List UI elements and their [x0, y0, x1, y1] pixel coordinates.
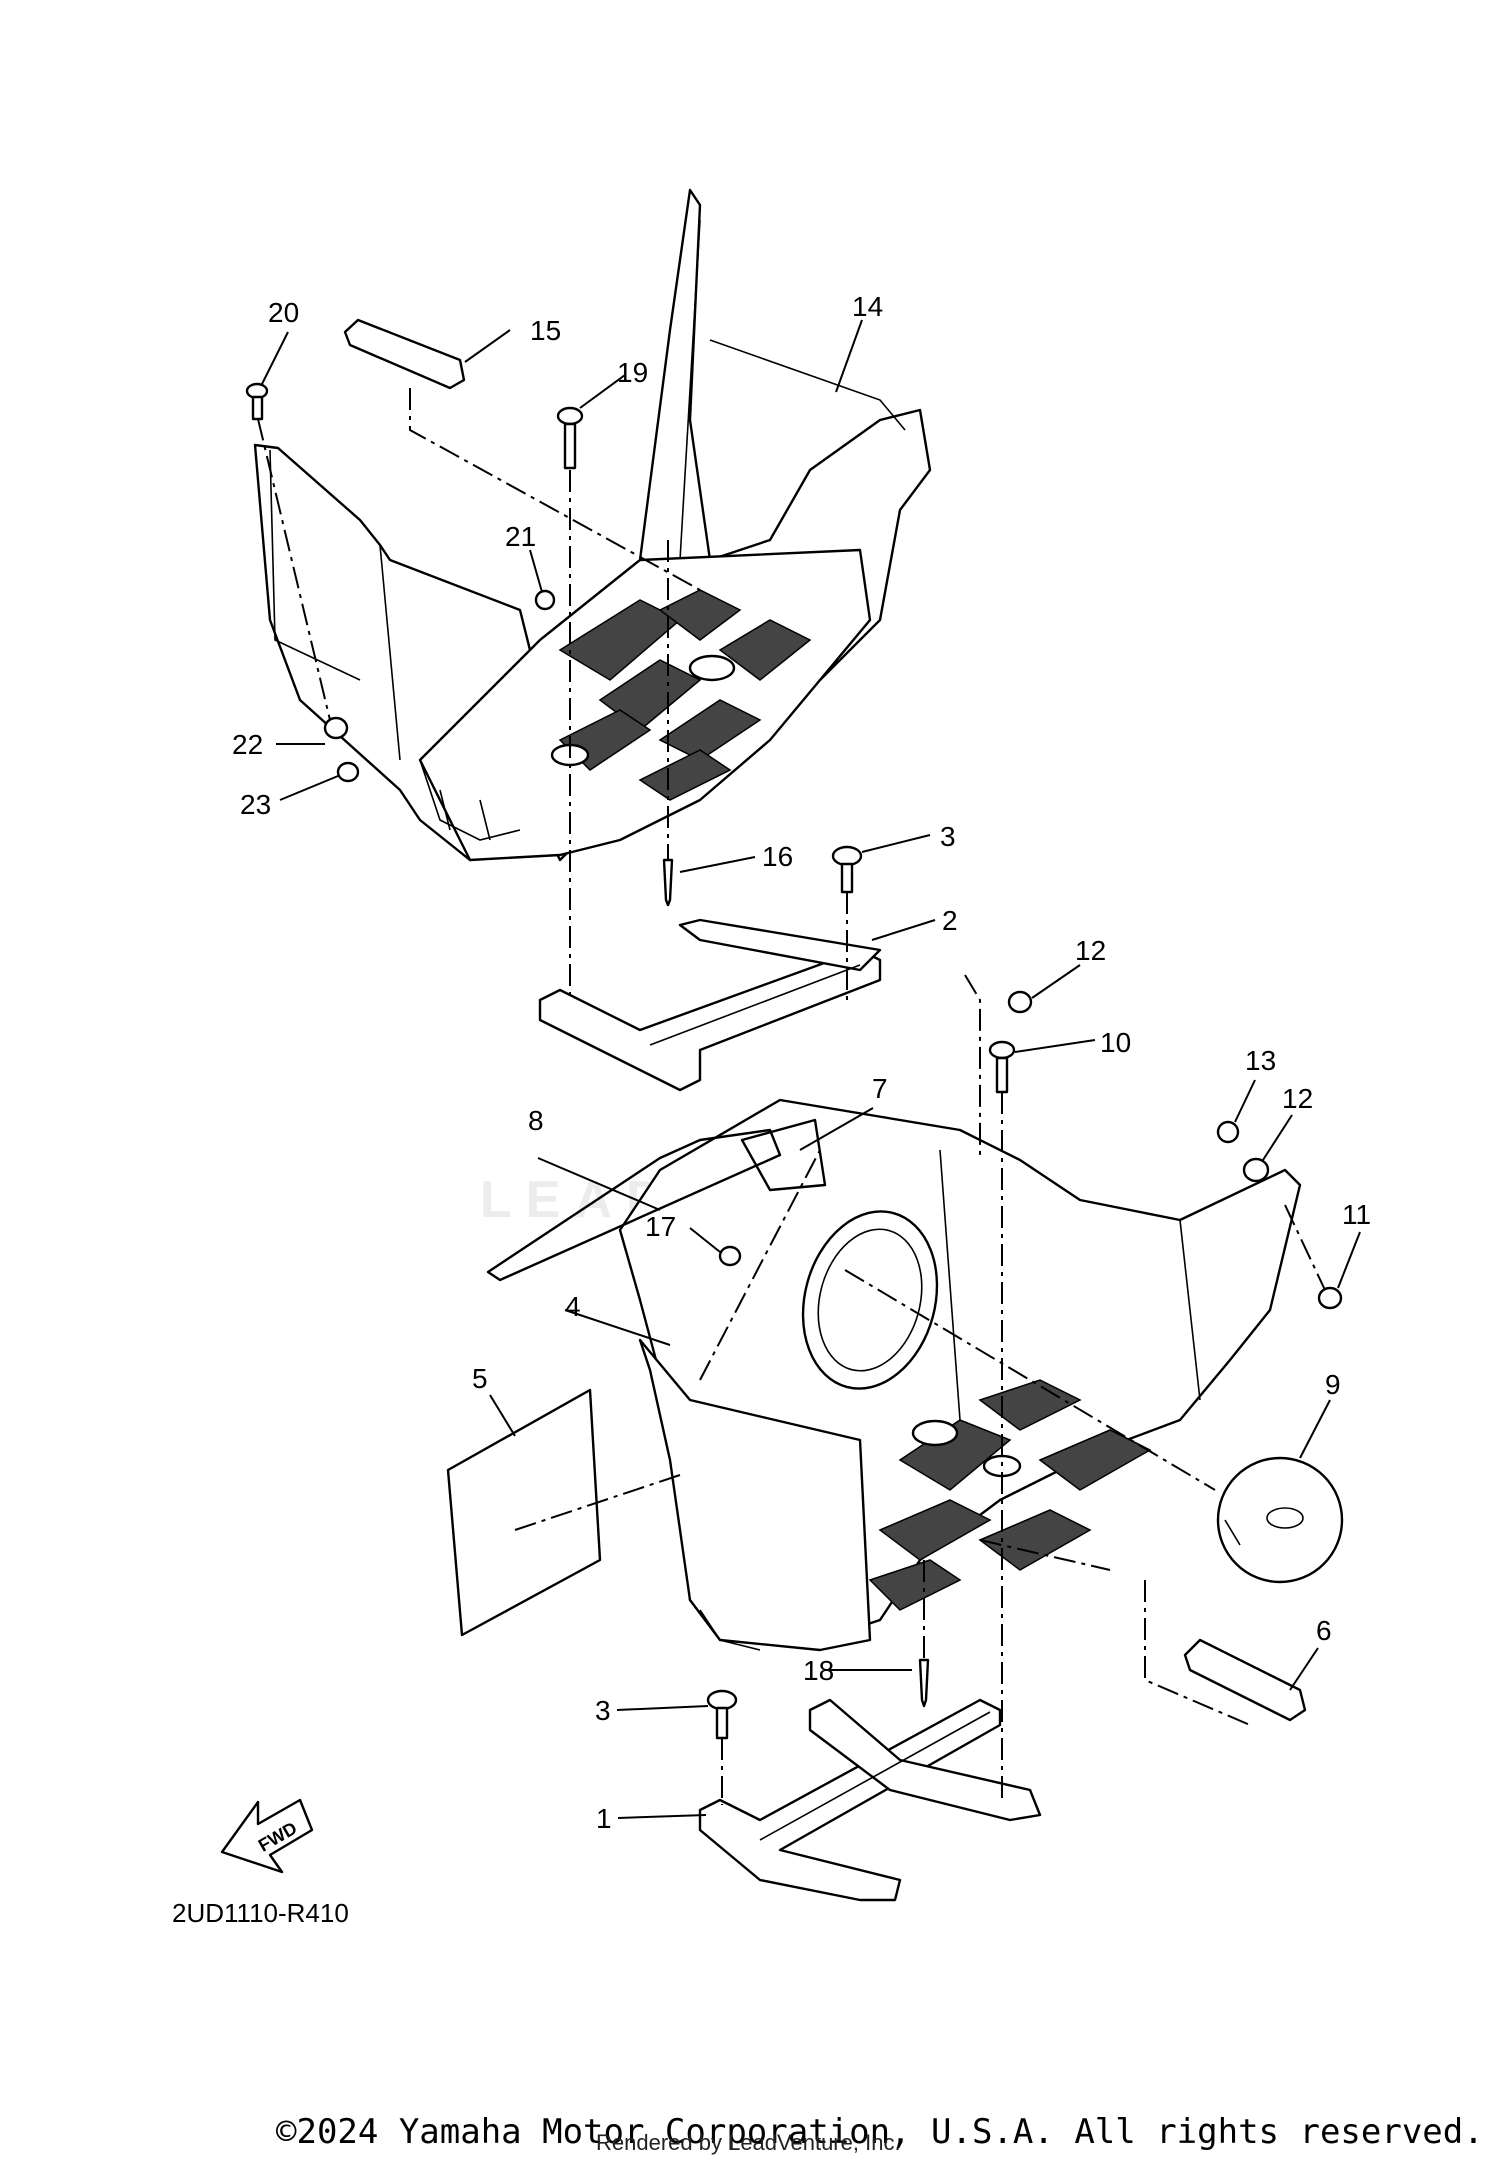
- leader-lines: [261, 319, 1361, 1819]
- callout-23: 23: [240, 789, 271, 820]
- lower-bracket-1: [698, 1698, 1042, 1902]
- callout-20: 20: [268, 297, 299, 328]
- footrest-pad-8: [1183, 1638, 1307, 1722]
- rendered-by-notice: Rendered by LeadVenture, Inc.: [596, 2130, 901, 2155]
- footrest-pad-17: [343, 318, 466, 390]
- callout-11: 10: [1100, 1027, 1131, 1058]
- callout-17: 15: [530, 315, 561, 346]
- callout-12-lower: 11: [1342, 1199, 1371, 1230]
- callout-6: 7: [872, 1073, 888, 1104]
- sticker-6: [740, 1118, 827, 1192]
- callout-16: 14: [852, 291, 883, 322]
- callout-19: 19: [617, 357, 648, 388]
- callout-5: 5: [472, 1363, 488, 1394]
- callout-10: 9: [1325, 1369, 1341, 1400]
- callout-7: 8: [528, 1105, 544, 1136]
- sticker-5: [446, 1388, 602, 1637]
- callout-8: 6: [1316, 1615, 1332, 1646]
- filter-cover-10: [1216, 1456, 1344, 1584]
- callout-22: 22: [232, 729, 263, 760]
- callout-1: 1: [596, 1803, 612, 1834]
- callout-14: 12: [1282, 1083, 1313, 1114]
- callout-2: 2: [942, 905, 958, 936]
- callout-9: 18: [803, 1655, 834, 1686]
- callout-12-upper: 12: [1075, 935, 1106, 966]
- callout-18: 16: [762, 841, 793, 872]
- callout-21: 21: [505, 521, 536, 552]
- callout-15: 13: [1245, 1045, 1276, 1076]
- upper-bracket-2: [538, 918, 882, 1092]
- callout-3-upper: 3: [940, 821, 956, 852]
- callout-3-lower: 3: [595, 1695, 611, 1726]
- diagram-code: 2UD1110-R410: [172, 1898, 349, 1928]
- fwd-arrow-icon: FWD: [220, 1798, 314, 1874]
- callout-13: 17: [645, 1211, 676, 1242]
- callout-labels: 20 15 19 14 21 22 23 16 3 2 12 10 13 12 …: [232, 291, 1371, 1834]
- copyright-notice: ©2024 Yamaha Motor Corporation, U.S.A. A…: [276, 2112, 1484, 2152]
- fasteners: [245, 382, 1343, 1740]
- lower-footrest-assembly: [618, 1098, 1302, 1652]
- strip-7: [486, 1128, 782, 1282]
- callout-4: 4: [565, 1291, 581, 1322]
- upper-footrest-assembly: [253, 188, 932, 862]
- assembly-lines: [257, 388, 1326, 1805]
